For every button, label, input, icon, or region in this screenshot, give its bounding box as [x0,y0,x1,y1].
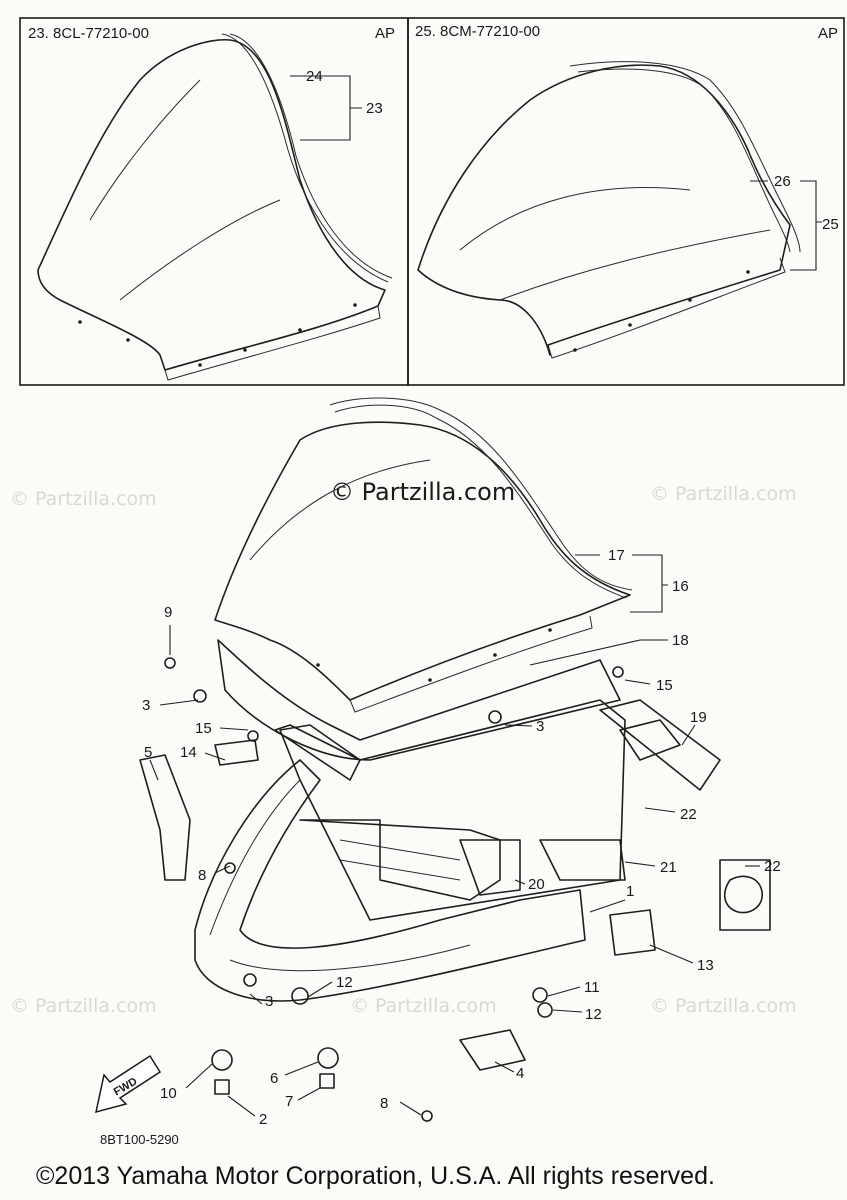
leader-16-17 [575,554,668,613]
callout-21: 21 [660,859,677,876]
windscreen-25-drawing [417,61,801,359]
leader-25-26 [750,180,822,271]
callout-2: 2 [259,1111,267,1128]
leader-3c [249,993,263,1005]
leader-14 [204,752,226,761]
leader-22a [644,807,676,813]
leader-15b [219,727,249,731]
callout-15-left: 15 [195,720,212,737]
callout-18: 18 [672,632,689,649]
leader-21 [624,861,656,867]
callout-22-lower: 22 [764,858,781,875]
leader-3a [159,699,199,706]
leader-19 [681,724,696,746]
copyright-notice: ©2013 Yamaha Motor Corporation, U.S.A. A… [36,1162,715,1190]
callout-9: 9 [164,604,172,621]
leader-3b [504,724,533,727]
forward-arrow-icon: FWD [95,1054,162,1114]
callout-23: 23 [366,100,383,117]
callout-17: 17 [608,547,625,564]
leader-8b [399,1101,422,1116]
watermark-right: © Partzilla.com [650,483,797,505]
callout-11: 11 [584,979,600,996]
windscreen-16-drawing [214,397,633,713]
watermark-left: © Partzilla.com [10,488,157,510]
leader-20 [514,879,526,885]
inset-title-25: 25. 8CM-77210-00 [415,23,540,40]
leader-8a [214,865,231,874]
inset-frame-left [19,17,409,386]
callout-4: 4 [516,1065,524,1082]
callout-10: 10 [160,1085,177,1102]
callout-20: 20 [528,876,545,893]
callout-13: 13 [697,957,714,974]
callout-14: 14 [180,744,197,761]
callout-7: 7 [285,1093,293,1110]
callout-3-upper-left: 3 [142,697,150,714]
inset-region-23: AP [375,25,395,42]
callout-22-upper: 22 [680,806,697,823]
leader-18 [529,639,668,666]
leader-10 [185,1063,213,1089]
callout-12-right: 12 [585,1006,602,1023]
leader-6 [284,1061,319,1076]
callout-1: 1 [626,883,634,900]
callout-15-right: 15 [656,677,673,694]
diagram-code: 8BT100-5290 [100,1132,179,1147]
callout-24: 24 [306,68,323,85]
inset-frame-right [407,17,845,386]
leader-5 [149,759,159,781]
inset-title-23: 23. 8CL-77210-00 [28,25,149,42]
watermark-lower-mid: © Partzilla.com [350,995,497,1017]
leader-23-24 [290,75,362,141]
inset-region-25: AP [818,25,838,42]
watermark-lower-right: © Partzilla.com [650,995,797,1017]
callout-6: 6 [270,1070,278,1087]
watermark-lower-left: © Partzilla.com [10,995,157,1017]
watermark-main: © Partzilla.com [330,478,515,506]
leader-2 [227,1095,256,1117]
leader-4 [494,1061,515,1073]
callout-16: 16 [672,578,689,595]
callout-5: 5 [144,744,152,761]
leader-13 [649,944,694,964]
callout-26: 26 [774,173,791,190]
cowling-assembly-drawing [139,639,771,1122]
leader-12a [307,981,333,998]
callout-12-left: 12 [336,974,353,991]
callout-8-upper: 8 [198,867,206,884]
leader-15a [624,679,651,685]
callout-3-lower: 3 [265,993,273,1010]
callout-25: 25 [822,216,839,233]
leader-1 [589,899,626,913]
callout-19: 19 [690,709,707,726]
callout-8-lower: 8 [380,1095,388,1112]
windscreen-23-drawing [37,33,393,381]
leader-11 [547,986,581,997]
leader-7 [297,1087,321,1101]
leader-12b [552,1009,583,1013]
callout-3-center: 3 [536,718,544,735]
